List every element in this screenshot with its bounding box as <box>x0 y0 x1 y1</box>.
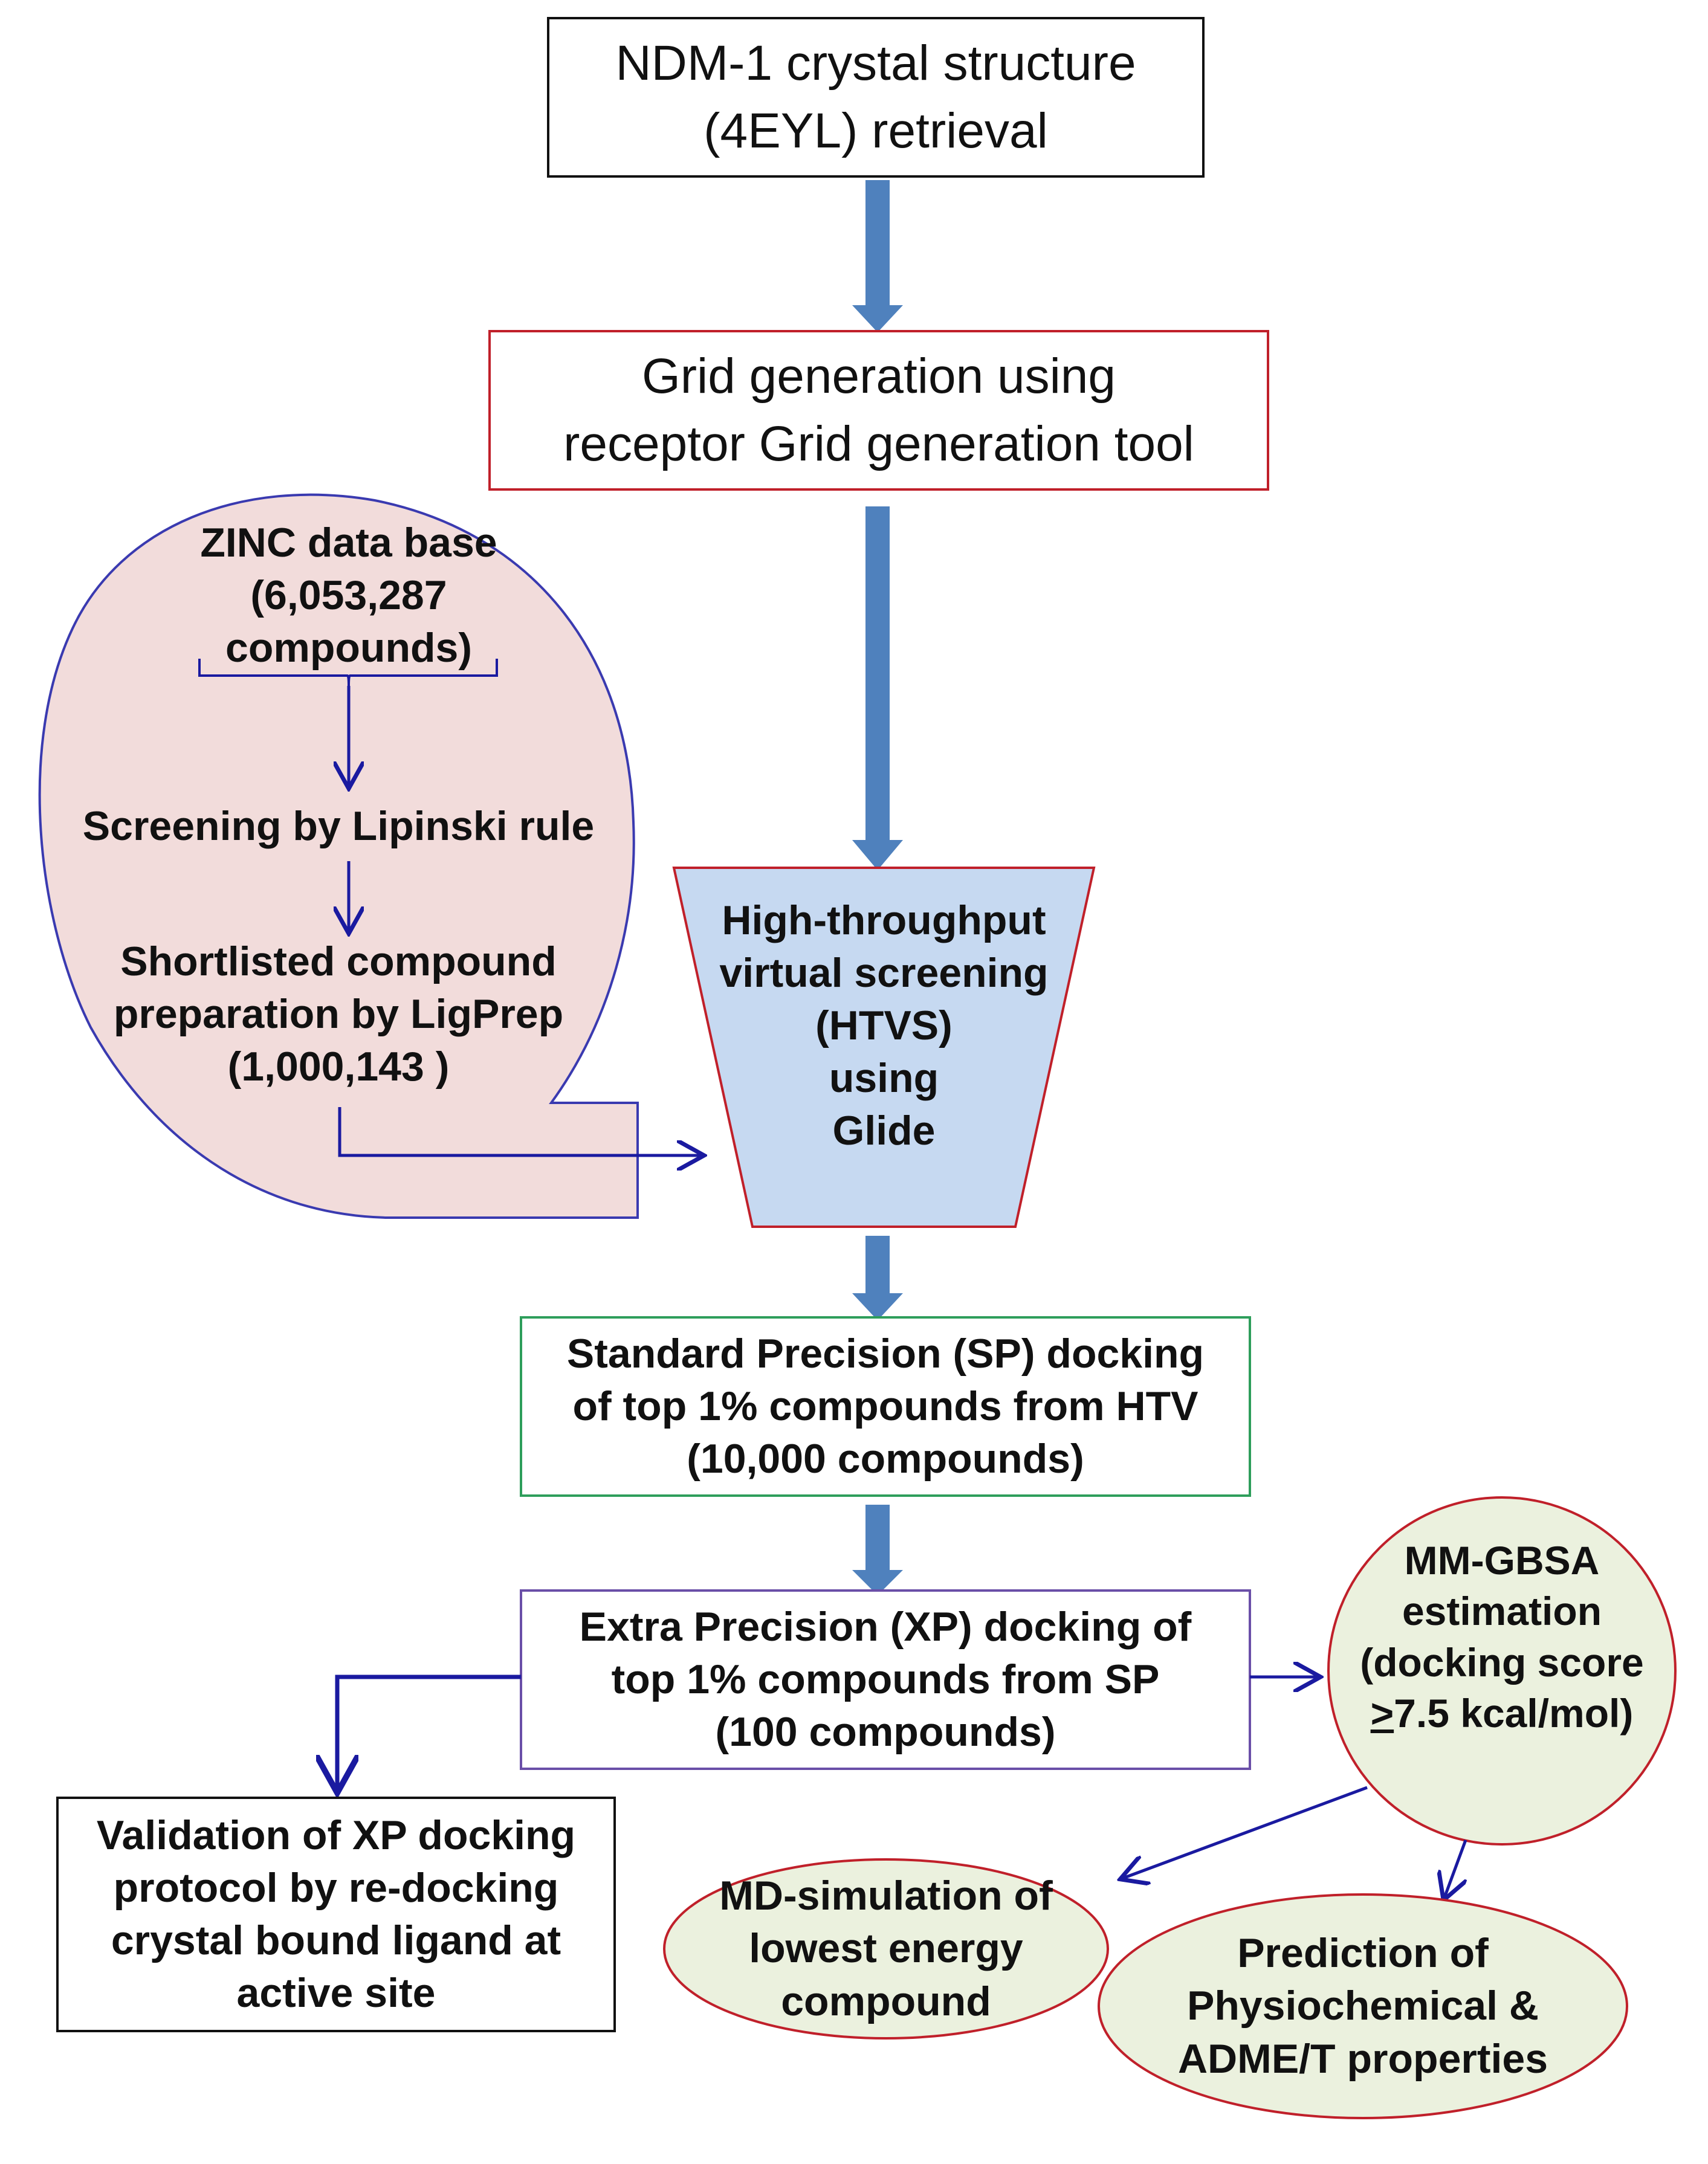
grid-generation-node: Grid generation using receptor Grid gene… <box>490 331 1268 489</box>
ligprep-line-2: preparation by LigPrep <box>113 991 564 1038</box>
retrieval-line-1: NDM-1 crystal structure <box>615 36 1136 91</box>
htvs-line-3: (HTVS) <box>815 1003 953 1049</box>
adme-ellipse <box>1098 1893 1628 2119</box>
htvs-line-4: using <box>829 1055 939 1102</box>
validation-node: Validation of XP docking protocol by re-… <box>57 1798 615 2031</box>
htvs-line-1: High-throughput <box>722 897 1046 943</box>
ligprep-line-1: Shortlisted compound <box>120 938 557 984</box>
htvs-line-2: virtual screening <box>719 950 1049 996</box>
htvs-line-5: Glide <box>832 1108 936 1154</box>
sp-line-3: (10,000 compounds) <box>687 1436 1084 1482</box>
mmgbsa-to-md-arrow <box>1123 1786 1368 1878</box>
adme-node: Prediction of Physiochemical & ADME/T pr… <box>1099 1894 1627 2118</box>
zinc-database-node: ZINC data base (6,053,287 compounds) <box>109 517 589 680</box>
mmgbsa-line-1: MM-GBSA <box>1404 1538 1600 1583</box>
xp-docking-node: Extra Precision (XP) docking of top 1% c… <box>521 1591 1250 1769</box>
sp-docking-node: Standard Precision (SP) docking of top 1… <box>521 1317 1250 1496</box>
thick-arrow-1 <box>852 180 903 332</box>
adme-line-1: Prediction of <box>1237 1930 1489 1977</box>
lipinski-screening-node: Screening by Lipinski rule <box>36 796 641 857</box>
mmgbsa-to-adme-arrow <box>1444 1839 1467 1898</box>
md-line-3: compound <box>781 1978 991 2024</box>
validation-line-1: Validation of XP docking <box>96 1812 576 1858</box>
mmgbsa-line-4: >7.5 kcal/mol) <box>1371 1688 1634 1739</box>
ligprep-node: Shortlisted compound preparation by LigP… <box>60 935 616 1099</box>
lipinski-label: Screening by Lipinski rule <box>82 803 595 850</box>
grid-line-2: receptor Grid generation tool <box>563 416 1194 471</box>
grid-line-1: Grid generation using <box>641 349 1116 404</box>
htvs-node: High-throughput virtual screening (HTVS)… <box>695 894 1073 1166</box>
validation-box <box>56 1797 616 2032</box>
adme-line-2: Physiochemical & <box>1186 1983 1539 2029</box>
md-simulation-ellipse <box>663 1858 1109 2040</box>
mmgbsa-circle <box>1327 1496 1677 1846</box>
xp-line-1: Extra Precision (XP) docking of <box>579 1603 1192 1650</box>
zinc-line-1: ZINC data base <box>200 520 497 566</box>
mmgbsa-line-3: (docking score <box>1360 1639 1644 1685</box>
adme-line-3: ADME/T properties <box>1177 2035 1548 2082</box>
xp-line-2: top 1% compounds from SP <box>611 1656 1160 1702</box>
xp-line-3: (100 compounds) <box>715 1709 1056 1755</box>
zinc-line-2: (6,053,287 <box>250 572 447 619</box>
mmgbsa-node: MM-GBSA estimation (docking score >7.5 k… <box>1328 1535 1675 1765</box>
xp-docking-box <box>520 1589 1251 1770</box>
mmgbsa-threshold: 7.5 kcal/mol) <box>1394 1691 1634 1736</box>
retrieval-node: NDM-1 crystal structure (4EYL) retrieval <box>548 18 1203 176</box>
ligprep-line-3: (1,000,143 ) <box>227 1044 450 1090</box>
md-simulation-node: MD-simulation of lowest energy compound <box>664 1859 1108 2038</box>
thick-arrow-4 <box>852 1505 903 1595</box>
retrieval-line-2: (4EYL) retrieval <box>704 103 1048 158</box>
validation-line-2: protocol by re-docking <box>113 1864 559 1911</box>
ligprep-to-htvs-arrow <box>338 1107 701 1155</box>
ge-symbol: > <box>1370 1691 1394 1736</box>
validation-line-3: crystal bound ligand at <box>111 1917 561 1963</box>
mmgbsa-line-2: estimation <box>1402 1589 1602 1634</box>
md-line-2: lowest energy <box>749 1925 1023 1972</box>
htvs-funnel <box>672 867 1096 1228</box>
sp-line-2: of top 1% compounds from HTV <box>572 1383 1199 1429</box>
md-line-1: MD-simulation of <box>719 1873 1053 1919</box>
zinc-line-3: compounds) <box>225 625 472 671</box>
validation-line-4: active site <box>236 1970 436 2017</box>
grid-generation-box <box>488 330 1269 491</box>
xp-to-validation-arrow <box>337 1675 521 1789</box>
thick-arrow-2 <box>852 506 903 870</box>
thick-arrow-3 <box>852 1236 903 1320</box>
retrieval-box <box>547 17 1205 178</box>
sp-docking-box <box>520 1316 1251 1497</box>
sp-line-1: Standard Precision (SP) docking <box>566 1330 1205 1377</box>
